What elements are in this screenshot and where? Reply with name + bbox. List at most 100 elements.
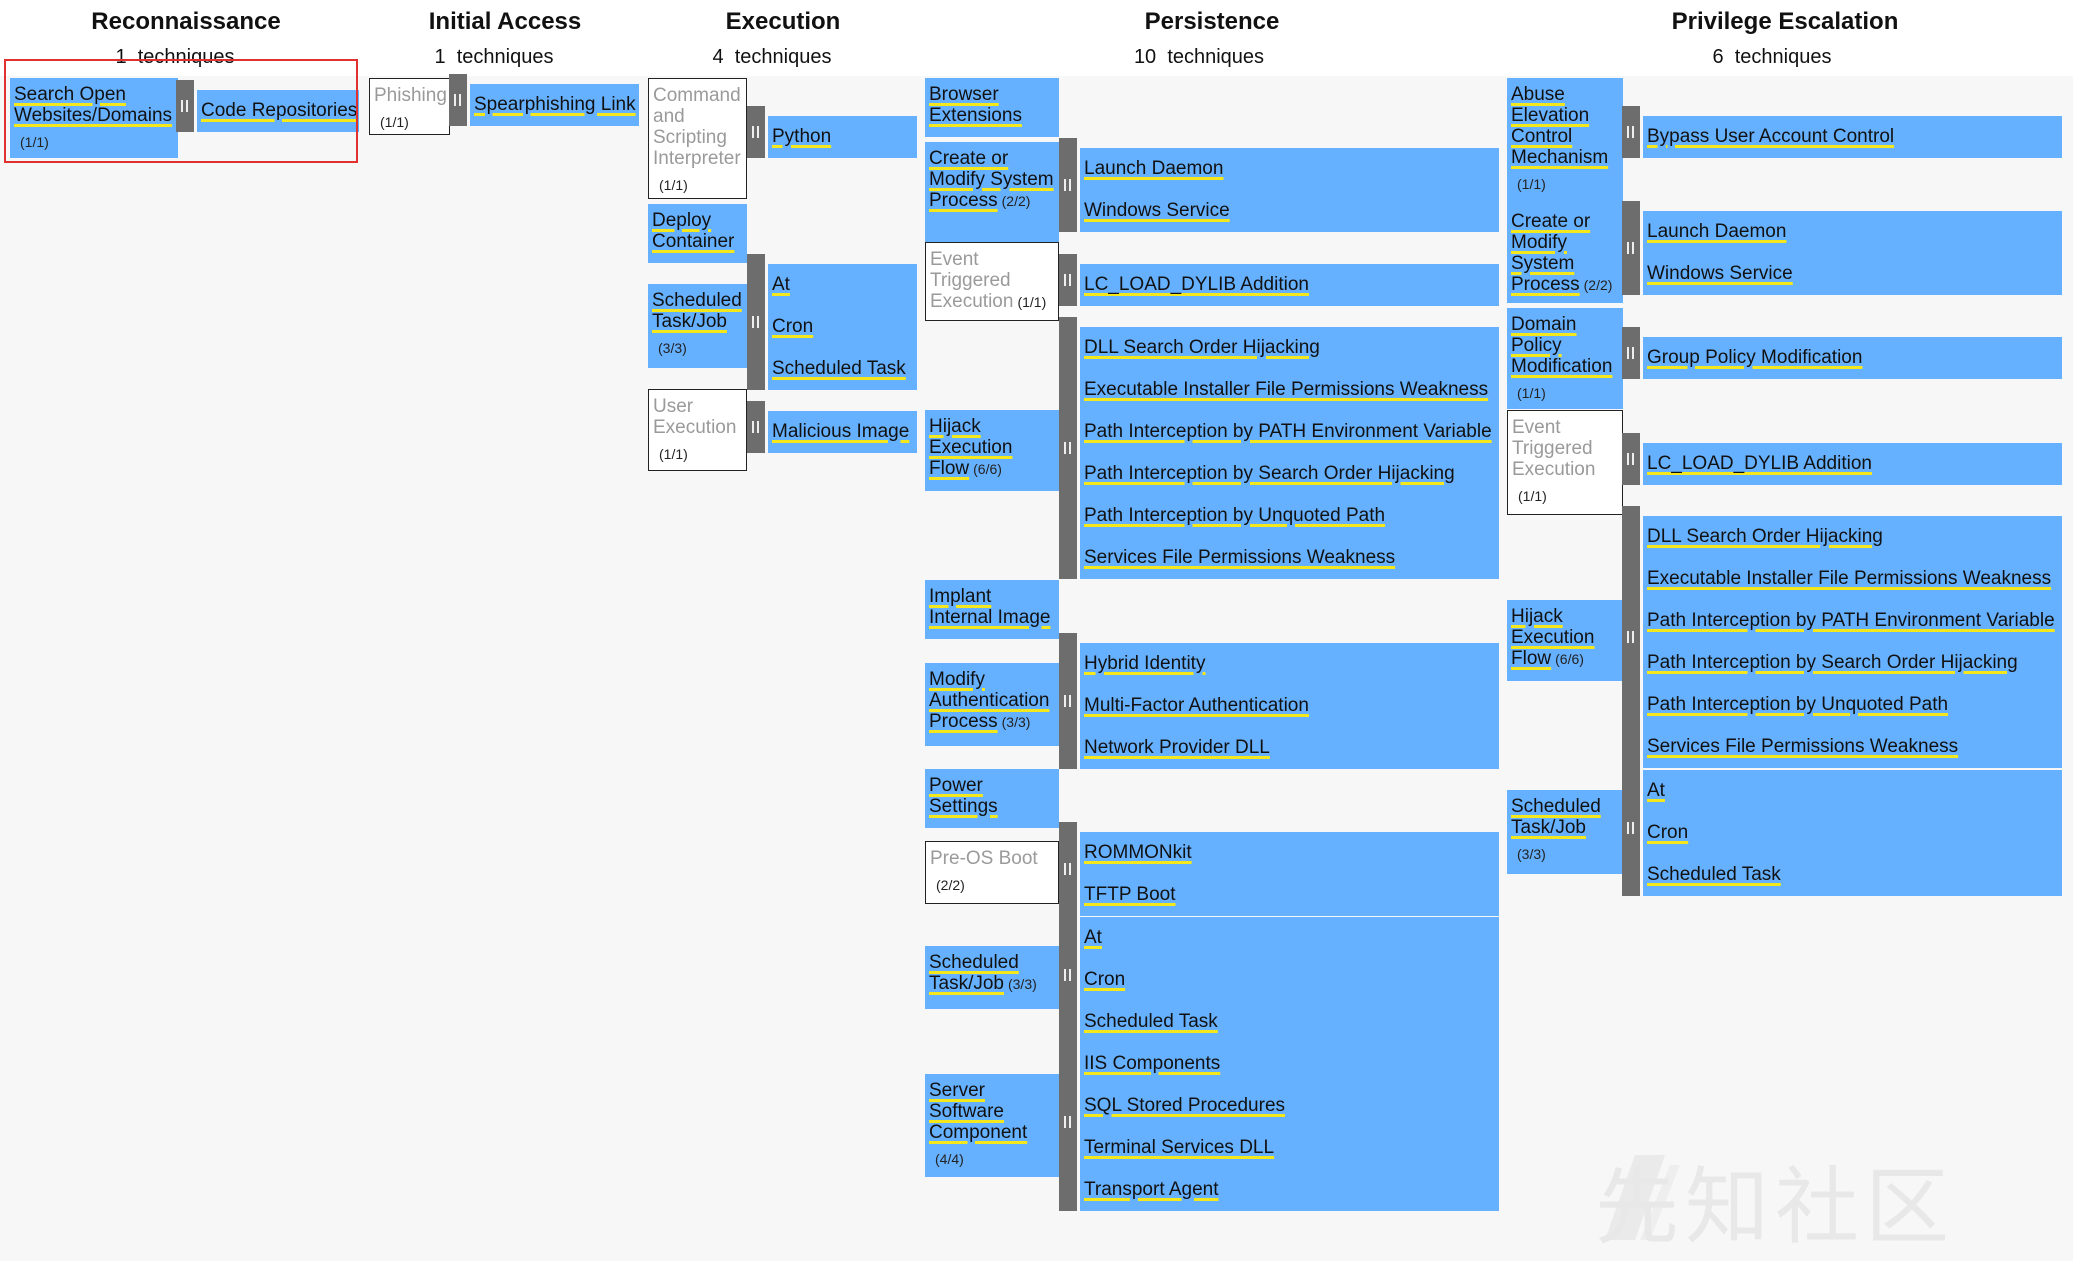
technique-cell[interactable]: Hijack Execution Flow(6/6) [925, 410, 1059, 491]
subtechnique-toggle-handle[interactable] [1059, 254, 1077, 306]
technique-cell[interactable]: Scheduled Task/Job(3/3) [1507, 790, 1623, 874]
technique-cell[interactable]: Scheduled Task/Job(3/3) [648, 284, 747, 368]
subtechnique-cell[interactable]: Transport Agent [1080, 1169, 1499, 1211]
subtechnique-cell[interactable]: Windows Service [1643, 253, 2062, 295]
technique-cell[interactable]: Modify Authentication Process(3/3) [925, 663, 1059, 746]
subtechnique-cell[interactable]: Network Provider DLL [1080, 727, 1499, 769]
subtechnique-toggle-handle[interactable] [176, 80, 194, 132]
tactic-name[interactable]: Privilege Escalation [1671, 8, 1899, 35]
subtechnique-cell[interactable]: At [768, 264, 917, 306]
subtechnique-cell[interactable]: Path Interception by Search Order Hijack… [1080, 453, 1499, 495]
subtechnique-cell[interactable]: Path Interception by Unquoted Path [1643, 684, 2062, 726]
subtechnique-name: Scheduled Task [772, 358, 906, 379]
tactic-name[interactable]: Initial Access [428, 8, 582, 35]
technique-cell[interactable]: Hijack Execution Flow(6/6) [1507, 600, 1623, 681]
subtechnique-cell[interactable]: Spearphishing Link [470, 84, 639, 126]
matrix-header [0, 0, 2073, 76]
technique-cell[interactable]: Abuse Elevation Control Mechanism(1/1) [1507, 78, 1623, 205]
handle-grip-icon [1069, 695, 1071, 707]
subtechnique-count: (3/3) [1001, 714, 1031, 730]
subtechnique-cell[interactable]: At [1643, 770, 2062, 812]
technique-cell[interactable]: Command and Scripting Interpreter(1/1) [648, 78, 747, 199]
subtechnique-cell[interactable]: Path Interception by PATH Environment Va… [1643, 600, 2062, 642]
subtechnique-toggle-handle[interactable] [1059, 633, 1077, 769]
technique-cell[interactable]: Search Open Websites/Domains(1/1) [10, 78, 178, 158]
technique-cell[interactable]: Power Settings [925, 769, 1059, 828]
subtechnique-toggle-handle[interactable] [1059, 138, 1077, 232]
subtechnique-cell[interactable]: Windows Service [1080, 190, 1499, 232]
subtechnique-name: DLL Search Order Hijacking [1084, 337, 1320, 358]
subtechnique-cell[interactable]: Group Policy Modification [1643, 337, 2062, 379]
subtechnique-cell[interactable]: LC_LOAD_DYLIB Addition [1643, 443, 2062, 485]
subtechnique-cell[interactable]: Services File Permissions Weakness [1080, 537, 1499, 579]
technique-name: Event Triggered Execution [1512, 417, 1596, 480]
subtechnique-cell[interactable]: Launch Daemon [1080, 148, 1499, 190]
technique-cell[interactable]: Pre-OS Boot(2/2) [925, 841, 1059, 904]
subtechnique-cell[interactable]: Bypass User Account Control [1643, 116, 2062, 158]
subtechnique-cell[interactable]: Executable Installer File Permissions We… [1080, 369, 1499, 411]
subtechnique-cell[interactable]: ROMMONkit [1080, 832, 1499, 874]
technique-cell[interactable]: Browser Extensions [925, 78, 1059, 137]
subtechnique-toggle-handle[interactable] [1622, 760, 1640, 896]
technique-cell[interactable]: User Execution(1/1) [648, 389, 747, 471]
subtechnique-toggle-handle[interactable] [1622, 506, 1640, 768]
subtechnique-cell[interactable]: Scheduled Task [768, 348, 917, 390]
tactic-name[interactable]: Execution [725, 8, 841, 35]
subtechnique-cell[interactable]: Path Interception by PATH Environment Va… [1080, 411, 1499, 453]
subtechnique-toggle-handle[interactable] [1059, 907, 1077, 1043]
subtechnique-cell[interactable]: Cron [768, 306, 917, 348]
subtechnique-toggle-handle[interactable] [1059, 317, 1077, 579]
subtechnique-toggle-handle[interactable] [747, 254, 765, 390]
subtechnique-cell[interactable]: Terminal Services DLL [1080, 1127, 1499, 1169]
subtechnique-cell[interactable]: Python [768, 116, 917, 158]
subtechnique-toggle-handle[interactable] [1622, 327, 1640, 379]
handle-grip-icon [1632, 822, 1634, 834]
subtechnique-name: Services File Permissions Weakness [1647, 736, 1959, 757]
technique-cell[interactable]: Event Triggered Execution(1/1) [925, 242, 1059, 321]
subtechnique-cell[interactable]: Services File Permissions Weakness [1643, 726, 2062, 768]
technique-cell[interactable]: Server Software Component(4/4) [925, 1074, 1059, 1177]
technique-cell[interactable]: Event Triggered Execution(1/1) [1507, 410, 1623, 515]
subtechnique-cell[interactable]: Launch Daemon [1643, 211, 2062, 253]
subtechnique-toggle-handle[interactable] [747, 401, 765, 453]
technique-name: Pre-OS Boot [930, 848, 1038, 869]
subtechnique-cell[interactable]: Executable Installer File Permissions We… [1643, 558, 2062, 600]
subtechnique-toggle-handle[interactable] [1059, 822, 1077, 916]
technique-cell[interactable]: Scheduled Task/Job(3/3) [925, 946, 1059, 1009]
tactic-name[interactable]: Reconnaissance [91, 8, 281, 35]
tactic-name[interactable]: Persistence [1144, 8, 1280, 35]
subtechnique-toggle-handle[interactable] [1622, 201, 1640, 295]
technique-cell[interactable]: Phishing(1/1) [369, 78, 450, 135]
technique-cell[interactable]: Domain Policy Modification(1/1) [1507, 308, 1623, 409]
subtechnique-cell[interactable]: TFTP Boot [1080, 874, 1499, 916]
subtechnique-cell[interactable]: SQL Stored Procedures [1080, 1085, 1499, 1127]
subtechnique-cell[interactable]: Scheduled Task [1080, 1001, 1499, 1043]
technique-cell[interactable]: Create or Modify System Process(2/2) [1507, 205, 1623, 303]
subtechnique-cell[interactable]: Path Interception by Unquoted Path [1080, 495, 1499, 537]
subtechnique-toggle-handle[interactable] [449, 74, 467, 126]
subtechnique-cell[interactable]: Multi-Factor Authentication [1080, 685, 1499, 727]
technique-cell[interactable]: Implant Internal Image [925, 580, 1059, 639]
subtechnique-cell[interactable]: Scheduled Task [1643, 854, 2062, 896]
subtechnique-cell[interactable]: IIS Components [1080, 1043, 1499, 1085]
subtechnique-cell[interactable]: Malicious Image [768, 411, 917, 453]
subtechnique-cell[interactable]: Hybrid Identity [1080, 643, 1499, 685]
subtechnique-cell[interactable]: Path Interception by Search Order Hijack… [1643, 642, 2062, 684]
subtechnique-name: Path Interception by Search Order Hijack… [1647, 652, 2018, 673]
technique-cell[interactable]: Create or Modify System Process(2/2) [925, 142, 1059, 242]
subtechnique-cell[interactable]: DLL Search Order Hijacking [1643, 516, 2062, 558]
handle-grip-icon [186, 100, 188, 112]
subtechnique-cell[interactable]: Cron [1643, 812, 2062, 854]
subtechnique-cell[interactable]: At [1080, 917, 1499, 959]
subtechnique-toggle-handle[interactable] [1059, 1033, 1077, 1211]
subtechnique-cell[interactable]: Code Repositories [197, 90, 359, 132]
subtechnique-cell[interactable]: LC_LOAD_DYLIB Addition [1080, 264, 1499, 306]
subtechnique-cell[interactable]: Cron [1080, 959, 1499, 1001]
handle-grip-icon [1064, 442, 1066, 454]
subtechnique-toggle-handle[interactable] [747, 106, 765, 158]
subtechnique-toggle-handle[interactable] [1622, 433, 1640, 485]
subtechnique-toggle-handle[interactable] [1622, 106, 1640, 158]
subtechnique-cell[interactable]: DLL Search Order Hijacking [1080, 327, 1499, 369]
subtechnique-name: Cron [1084, 969, 1126, 990]
technique-cell[interactable]: Deploy Container [648, 204, 747, 263]
